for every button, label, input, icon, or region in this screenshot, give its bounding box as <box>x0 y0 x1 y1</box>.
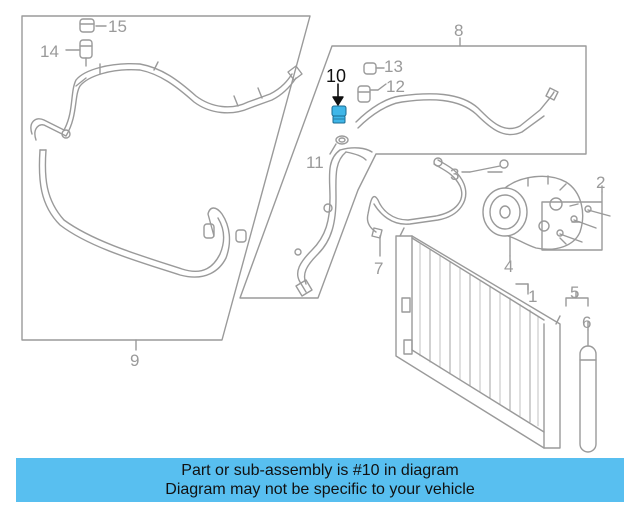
compressor-part-4 <box>482 175 584 257</box>
callout-leaders <box>135 37 603 351</box>
pipe-part-7 <box>366 157 467 257</box>
bracket-leader-5 <box>565 291 589 307</box>
bolts-part-2 <box>541 191 611 251</box>
callout-5: 5 <box>570 283 579 302</box>
callout-2: 2 <box>596 173 605 192</box>
callout-3: 3 <box>450 165 459 184</box>
callout-1: 1 <box>528 287 537 306</box>
callout-10: 10 <box>326 66 346 86</box>
hose-assembly-panel-9 <box>21 15 311 341</box>
valve-part-14 <box>79 39 93 67</box>
leader-lines-upper <box>369 67 387 91</box>
callout-4: 4 <box>504 257 513 276</box>
callout-12: 12 <box>386 77 405 96</box>
callout-15: 15 <box>108 17 127 36</box>
callout-14: 14 <box>40 42 59 61</box>
valve-part-12 <box>357 85 371 103</box>
callout-6: 6 <box>582 313 591 332</box>
leader-lines <box>65 25 107 51</box>
info-banner: Part or sub-assembly is #10 in diagram D… <box>16 458 624 502</box>
o-ring-part-11 <box>329 135 349 155</box>
hose-assembly-panel-8 <box>239 45 587 299</box>
bolt-part-3 <box>469 159 509 173</box>
banner-disclaimer-line: Diagram may not be specific to your vehi… <box>165 481 475 498</box>
condenser-part-1 <box>395 227 561 449</box>
pressure-switch-part-10 <box>331 83 347 124</box>
callout-7: 7 <box>374 259 383 278</box>
callout-8: 8 <box>454 21 463 40</box>
cap-part-15 <box>79 18 95 33</box>
cap-part-13 <box>363 62 377 75</box>
banner-part-line: Part or sub-assembly is #10 in diagram <box>181 462 459 479</box>
receiver-dryer-part-6 <box>579 329 597 453</box>
callout-9: 9 <box>130 351 139 370</box>
callout-11: 11 <box>306 153 324 172</box>
callout-13: 13 <box>384 57 403 76</box>
